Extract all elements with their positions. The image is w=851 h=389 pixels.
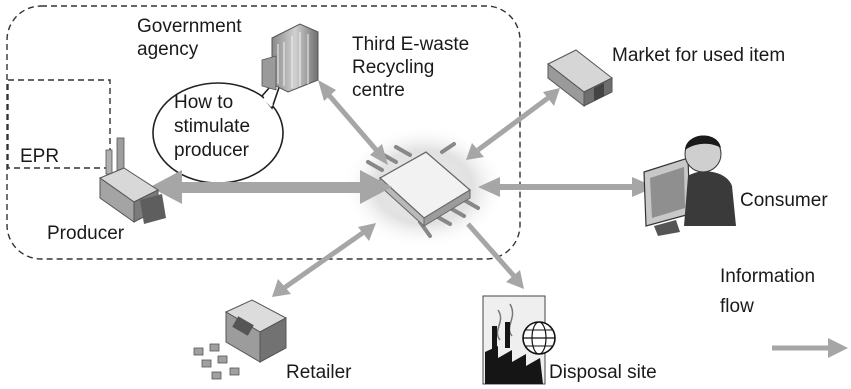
bubble-line1: How to — [174, 92, 234, 113]
epr-label: EPR — [20, 146, 60, 167]
government-agency-label: Government agency — [137, 15, 242, 61]
legend-line2: flow — [720, 296, 754, 317]
bubble-text: How to stimulate producer — [174, 91, 250, 163]
recycling-line2: Recycling — [352, 57, 435, 78]
arrow-market-hub — [466, 88, 560, 160]
hub-chip-icon — [366, 142, 480, 238]
retailer-label: Retailer — [286, 362, 352, 383]
government-agency-line2: agency — [137, 39, 199, 60]
consumer-label: Consumer — [740, 190, 828, 211]
producer-factory-icon — [98, 137, 166, 224]
arrow-hub-consumer — [478, 177, 655, 197]
market-icon — [547, 49, 613, 108]
retailer-icon — [193, 299, 288, 380]
disposal-site-label: Disposal site — [549, 362, 657, 383]
government-building-icon — [261, 23, 319, 93]
bubble-line3: producer — [174, 140, 249, 161]
recycling-centre-label: Third E-waste Recycling centre — [352, 33, 469, 102]
disposal-site-icon — [482, 295, 556, 385]
bubble-line2: stimulate — [174, 116, 251, 137]
epr-box — [7, 79, 111, 169]
government-agency-line1: Government — [137, 16, 242, 37]
market-label: Market for used item — [612, 45, 786, 66]
legend-arrow — [772, 338, 848, 358]
producer-label: Producer — [47, 223, 125, 244]
consumer-icon — [643, 135, 736, 236]
arrow-hub-retailer — [272, 223, 376, 297]
government-boundary — [6, 5, 521, 260]
arrow-recycling-hub — [318, 80, 388, 165]
legend-label: Information flow — [720, 262, 815, 322]
recycling-line3: centre — [352, 80, 405, 101]
legend-line1: Information — [720, 266, 816, 287]
recycling-line1: Third E-waste — [352, 34, 470, 55]
arrow-producer-hub — [150, 170, 392, 204]
arrow-hub-disposal — [466, 222, 524, 289]
